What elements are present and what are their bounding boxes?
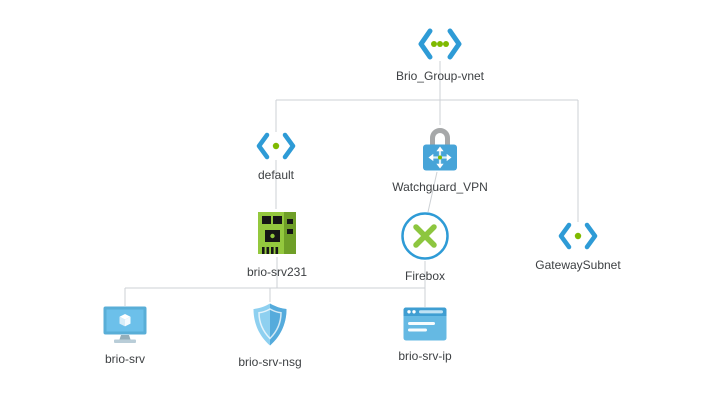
node-label: brio-srv-ip [398, 349, 452, 363]
node-label: brio-srv231 [246, 265, 308, 279]
vpn-gateway-lock-icon [421, 125, 459, 172]
virtual-machine-icon [103, 306, 147, 344]
node-label: Firebox [404, 269, 445, 283]
node-label: GatewaySubnet [535, 258, 621, 272]
node-brio-group-vnet[interactable]: Brio_Group-vnet [380, 27, 500, 83]
node-brio-srv[interactable]: brio-srv [65, 306, 185, 366]
nsg-shield-icon [251, 302, 289, 347]
network-interface-icon [253, 209, 301, 257]
node-label: default [257, 168, 295, 182]
virtual-network-icon [416, 27, 464, 61]
connection-icon [400, 211, 450, 261]
node-brio-srv-ip[interactable]: brio-srv-ip [365, 307, 485, 363]
subnet-icon [254, 132, 298, 160]
node-default-subnet[interactable]: default [216, 132, 336, 182]
node-label: Watchguard_VPN [392, 180, 488, 194]
subnet-icon [556, 222, 600, 250]
node-label: brio-srv [104, 352, 145, 366]
node-brio-srv-nsg[interactable]: brio-srv-nsg [210, 302, 330, 369]
node-gateway-subnet[interactable]: GatewaySubnet [518, 222, 638, 272]
node-label: brio-srv-nsg [238, 355, 302, 369]
node-watchguard-vpn[interactable]: Watchguard_VPN [380, 125, 500, 194]
node-label: Brio_Group-vnet [395, 69, 485, 83]
node-firebox[interactable]: Firebox [365, 211, 485, 283]
public-ip-icon [403, 307, 447, 341]
node-brio-srv231[interactable]: brio-srv231 [217, 209, 337, 279]
